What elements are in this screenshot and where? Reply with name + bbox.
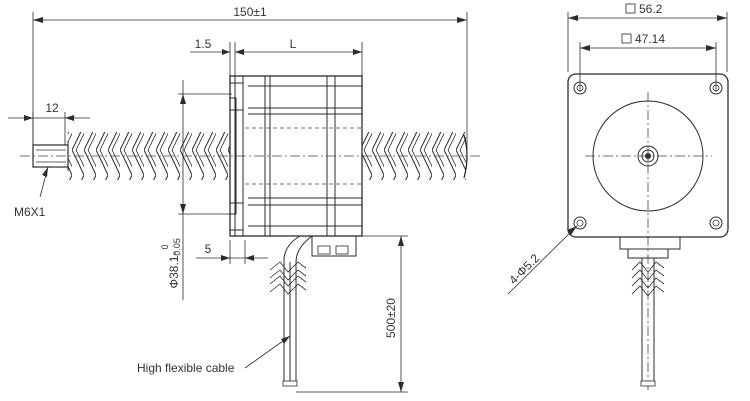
- frame-size-label: 56.2: [639, 2, 663, 16]
- dimension-frame-size: 56.2: [567, 2, 728, 72]
- cable-length-label: 500±20: [384, 298, 398, 338]
- hole-spacing-label: 47.14: [635, 32, 665, 46]
- dimension-cable-length: 500±20: [296, 235, 408, 393]
- dimension-body: 1.5 L: [190, 37, 363, 78]
- dimension-thread-length: 12: [8, 101, 90, 150]
- pilot-diameter-label: Φ38.1-: [167, 252, 181, 289]
- cable-callout: High flexible cable: [137, 335, 291, 375]
- pilot-tolerance-upper: 0: [160, 244, 170, 249]
- dimension-pilot-height: 5: [196, 240, 268, 264]
- thread-length-label: 12: [45, 101, 59, 115]
- thread-spec-callout: M6X1: [14, 166, 49, 219]
- dimension-hole-spacing: 47.14: [579, 32, 717, 92]
- dimension-overall-length: 150±1: [32, 5, 468, 165]
- cable-label: High flexible cable: [137, 361, 235, 375]
- cable-connector: [283, 235, 357, 263]
- mounting-holes: [573, 81, 723, 230]
- flange-thickness-label: 1.5: [195, 37, 212, 51]
- thread-spec-label: M6X1: [14, 205, 46, 219]
- front-pilot: [585, 92, 712, 390]
- mount-hole-callout: 4-Φ5.2: [506, 225, 578, 295]
- front-view: 56.2 47.14: [506, 2, 729, 390]
- dimension-pilot-diameter: Φ38.1- 0 0.05: [160, 80, 232, 300]
- cable: [269, 258, 307, 387]
- mount-holes-label: 4-Φ5.2: [506, 251, 542, 287]
- pilot-height-label: 5: [205, 242, 212, 256]
- motor-body: [229, 75, 363, 237]
- body-length-label: L: [290, 37, 297, 51]
- overall-length-label: 150±1: [233, 5, 267, 19]
- pilot-tolerance-lower: 0.05: [172, 238, 182, 256]
- side-view: 150±1 1.5 L 12: [8, 5, 480, 393]
- front-cable-exit: [619, 236, 681, 387]
